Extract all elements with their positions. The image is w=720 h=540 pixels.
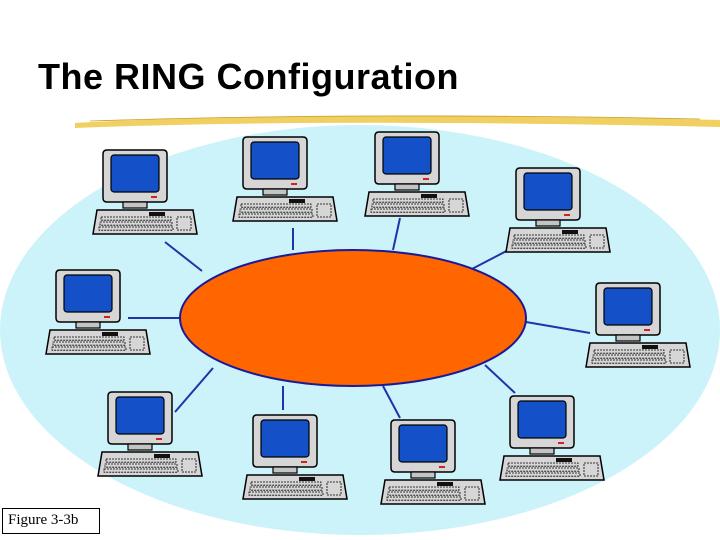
link	[382, 385, 401, 419]
figure-caption: Figure 3-3b	[2, 508, 100, 534]
ring-links	[128, 217, 591, 419]
title-underline	[75, 115, 720, 128]
link	[484, 364, 516, 394]
link	[174, 367, 214, 413]
link	[525, 321, 591, 334]
ring-network	[179, 249, 527, 387]
slide-title: The RING Configuration	[38, 56, 459, 97]
link	[164, 241, 203, 272]
link	[392, 217, 401, 251]
